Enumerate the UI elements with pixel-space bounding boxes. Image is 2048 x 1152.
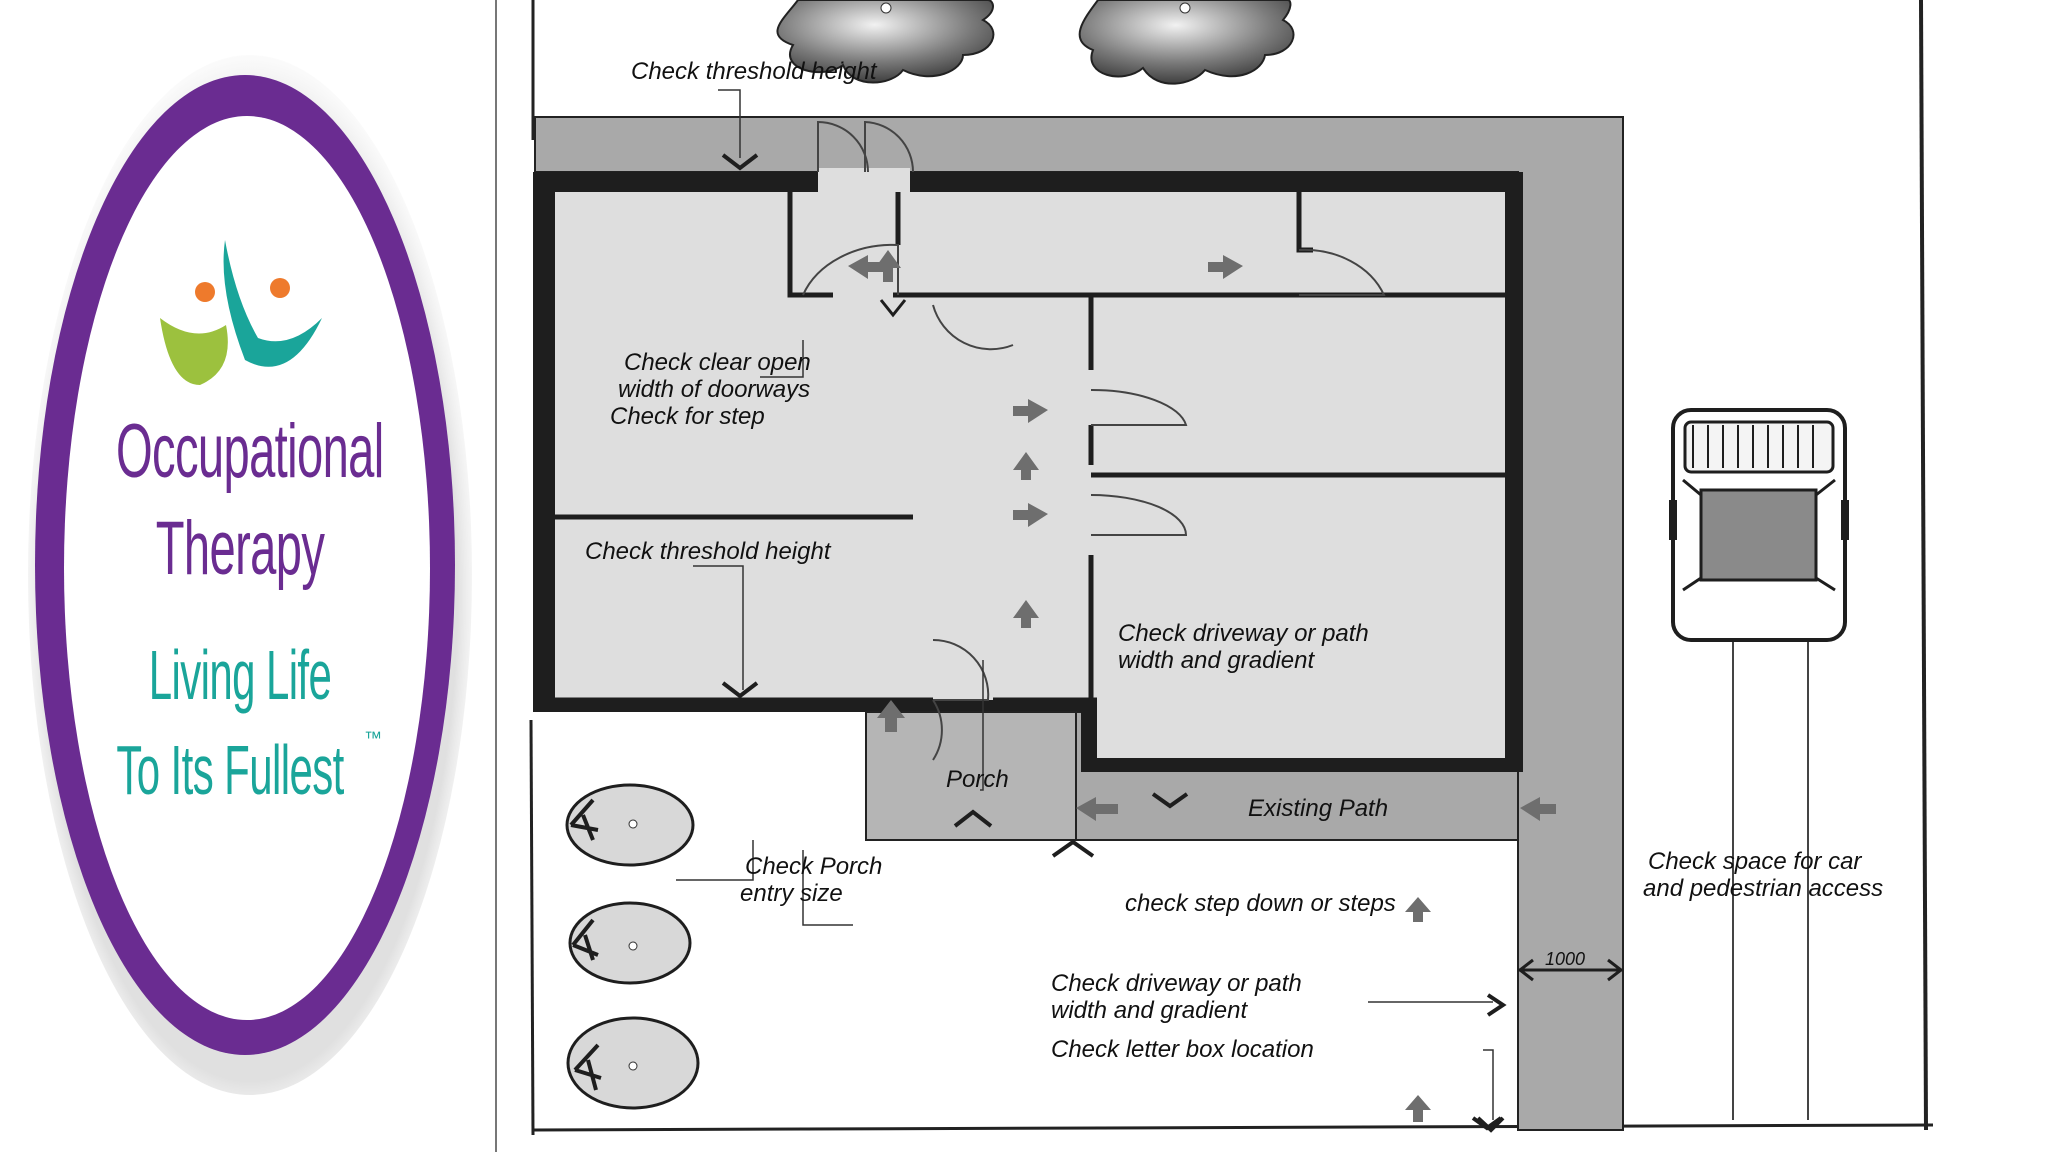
- porch: [865, 711, 1077, 841]
- shrub-icon: [776, 0, 995, 84]
- shrub-icon: [566, 1016, 700, 1110]
- arrow-icons: [848, 250, 1556, 1122]
- boundary-line-bottom: [532, 1123, 1934, 1132]
- letter-box-marker: [1476, 1116, 1505, 1133]
- shrub-icon: [565, 783, 695, 867]
- car-icon: [1669, 408, 1849, 642]
- label-doorways: Check clear open width of doorways Check…: [610, 349, 811, 430]
- logo-line-to-its-fullest: To Its Fullest: [116, 731, 344, 809]
- label-driveway-inner-line2: width and gradient: [1118, 647, 1315, 674]
- label-porch-entry-line1: Check Porch: [745, 853, 883, 880]
- label-car-space-line1: Check space for car: [1648, 848, 1862, 875]
- label-car-space-line2: and pedestrian access: [1643, 875, 1884, 902]
- floor-plan-drawing: [495, 0, 1934, 1152]
- label-driveway-outer-line2: width and gradient: [1051, 997, 1248, 1024]
- boundary-line-right: [1919, 0, 1928, 1131]
- label-driveway-outer-line1: Check driveway or path: [1051, 970, 1302, 997]
- people-icon: [160, 240, 322, 385]
- label-porch: Porch: [946, 766, 1009, 793]
- label-doorways-line1: Check clear open: [624, 349, 811, 376]
- label-driveway-inner-line1: Check driveway or path: [1118, 620, 1369, 647]
- label-doorways-line2: width of doorways: [618, 376, 811, 403]
- door-swings: [802, 120, 1386, 761]
- label-threshold-top: Check threshold height: [631, 58, 877, 85]
- logo-emblem: [28, 55, 472, 1095]
- label-driveway-inner: Check driveway or path width and gradien…: [1118, 620, 1369, 674]
- logo-line-living-life: Living Life: [148, 636, 332, 714]
- leader-lines: [676, 89, 1494, 1120]
- front-door-gap: [818, 168, 910, 196]
- label-step-down: check step down or steps: [1125, 890, 1396, 917]
- label-porch-entry: Check Porch entry size: [740, 853, 882, 907]
- logo-line-therapy: Therapy: [155, 506, 325, 591]
- boundary-line-left-bottom: [529, 719, 535, 1136]
- shrub-icon: [568, 901, 692, 985]
- logo-ring-inner: [64, 116, 430, 1020]
- chevron-markers: [721, 153, 1507, 1131]
- logo-trademark: ™: [364, 728, 382, 748]
- label-car-space: Check space for car and pedestrian acces…: [1643, 848, 1883, 902]
- label-doorways-line3: Check for step: [610, 403, 765, 430]
- logo-panel: Occupational Therapy Living Life To Its …: [0, 0, 490, 1152]
- label-dimension: 1000: [1545, 949, 1586, 969]
- dimension-marker: [1517, 958, 1624, 982]
- shrub-icon: [1078, 0, 1295, 85]
- label-driveway-outer: Check driveway or path width and gradien…: [1051, 970, 1302, 1024]
- label-existing-path: Existing Path: [1248, 795, 1389, 822]
- label-porch-entry-line2: entry size: [740, 880, 843, 907]
- label-letter-box: Check letter box location: [1051, 1036, 1314, 1063]
- label-threshold-mid: Check threshold height: [585, 538, 831, 565]
- logo-line-occupational: Occupational: [116, 409, 384, 494]
- floor-plan: Check threshold height Check clear open …: [493, 0, 2048, 1152]
